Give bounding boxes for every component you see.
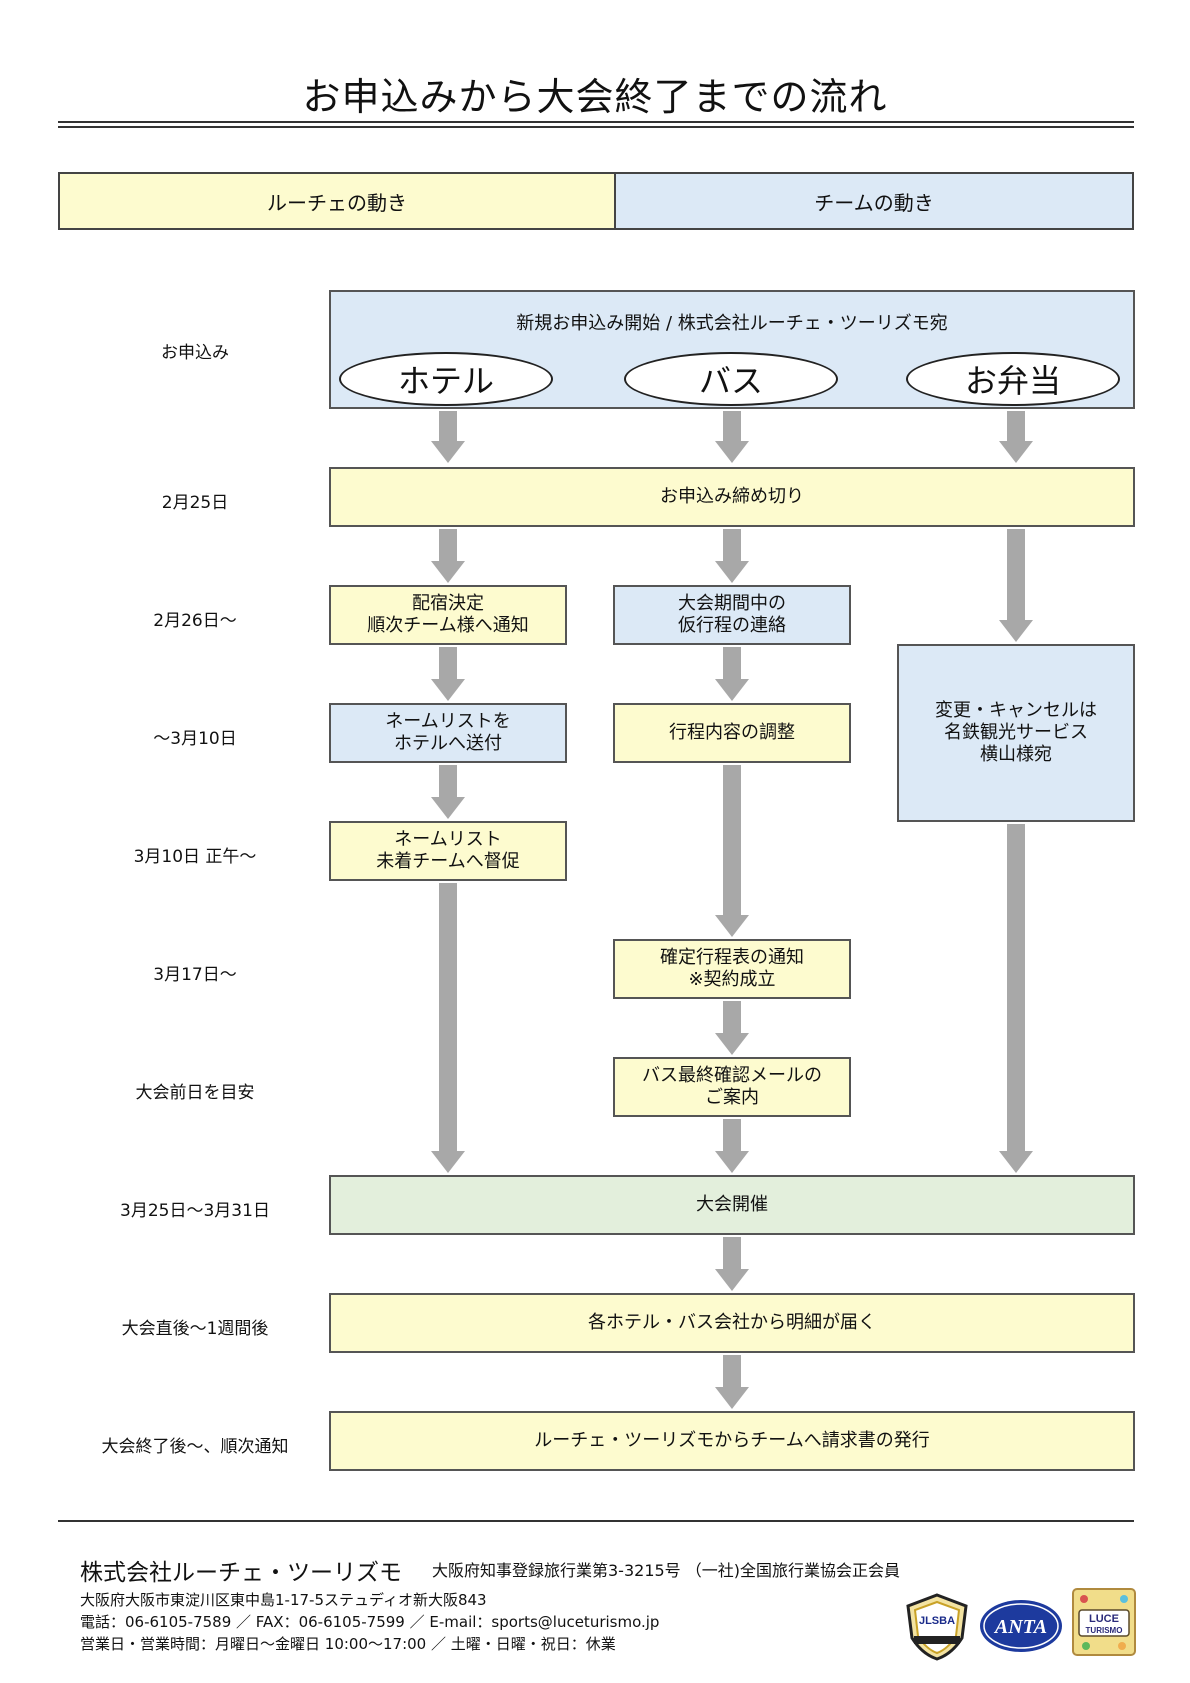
details-text: 各ホテル・バス会社から明細が届く [588,1312,876,1333]
application-start-text: 新規お申込み開始 / 株式会社ルーチェ・ツーリズモ宛 [516,313,948,334]
deadline-box: お申込み締め切り [329,467,1135,527]
hotel-reminder-line1: ネームリスト [394,829,502,850]
bus-confirmed-line2: ※契約成立 [688,969,776,990]
bento-change-line3: 横山様宛 [980,744,1052,765]
oval-hotel: ホテル [339,352,553,406]
application-start-box: 新規お申込み開始 / 株式会社ルーチェ・ツーリズモ宛 ホテル バス お弁当 [329,290,1135,409]
anta-logo-text: ANTA [993,1616,1047,1638]
footer-company: 株式会社ルーチェ・ツーリズモ [80,1560,402,1586]
hotel-allocation-box: 配宿決定 順次チーム様へ通知 [329,585,567,645]
anta-logo: ANTA [980,1600,1062,1652]
jlsba-logo: JLSBA [906,1593,968,1661]
title-rule-top [58,121,1134,123]
bus-tentative-line2: 仮行程の連絡 [678,615,786,636]
bus-final-mail-line2: ご案内 [705,1087,759,1108]
row-label-invoice: 大会終了後～、順次通知 [101,1437,289,1457]
bus-tentative-line1: 大会期間中の [678,593,786,614]
hotel-namelist-line2: ホテルへ送付 [394,733,502,754]
luce-logo: LUCE TURISMO [1072,1588,1136,1656]
footer-contact: 電話：06-6105-7589 ／ FAX：06-6105-7599 ／ E-m… [80,1613,660,1631]
hotel-allocation-line1: 配宿決定 [412,593,484,614]
row-label-apply: お申込み [161,343,229,363]
hotel-namelist-line1: ネームリストを [385,711,511,732]
row-label-mar10: ～3月10日 [153,729,237,749]
header-team: チームの動き [614,172,1134,230]
footer-hours: 営業日・営業時間：月曜日～金曜日 10:00～17:00 ／ 土曜・日曜・祝日：… [80,1635,616,1653]
bus-final-mail-box: バス最終確認メールの ご案内 [613,1057,851,1117]
event-text: 大会開催 [696,1194,768,1215]
bus-confirmed-box: 確定行程表の通知 ※契約成立 [613,939,851,999]
footer-rule [58,1520,1134,1522]
row-label-eve: 大会前日を目安 [135,1083,255,1103]
bus-tentative-box: 大会期間中の 仮行程の連絡 [613,585,851,645]
bento-change-line2: 名鉄観光サービス [944,722,1088,743]
bus-final-mail-line1: バス最終確認メールの [642,1065,822,1086]
row-label-deadline: 2月25日 [161,493,229,513]
jlsba-logo-text: JLSBA [919,1615,955,1627]
luce-logo-text-1: LUCE [1089,1613,1119,1625]
oval-bento: お弁当 [906,352,1120,406]
hotel-namelist-box: ネームリストを ホテルへ送付 [329,703,567,763]
row-label-mar10-noon: 3月10日 正午～ [133,847,257,867]
page-title: お申込みから大会終了までの流れ [302,75,888,119]
row-label-mar17: 3月17日～ [153,965,237,985]
deadline-text: お申込み締め切り [660,486,804,507]
hotel-reminder-box: ネームリスト 未着チームへ督促 [329,821,567,881]
footer-address: 大阪府大阪市東淀川区東中島1-17-5ステュディオ新大阪843 [80,1591,487,1609]
invoice-text: ルーチェ・ツーリズモからチームへ請求書の発行 [534,1430,930,1451]
bento-change-box: 変更・キャンセルは 名鉄観光サービス 横山様宛 [897,644,1135,822]
row-label-after: 大会直後～1週間後 [121,1319,269,1339]
bento-change-line1: 変更・キャンセルは [935,700,1097,721]
row-label-event: 3月25日～3月31日 [120,1201,270,1221]
title-rule-bottom [58,126,1134,128]
oval-bus: バス [624,352,838,406]
row-label-feb26: 2月26日～ [153,611,237,631]
bus-adjust-box: 行程内容の調整 [613,703,851,763]
bus-adjust-line1: 行程内容の調整 [669,722,795,743]
details-box: 各ホテル・バス会社から明細が届く [329,1293,1135,1353]
footer-registration: 大阪府知事登録旅行業第3-3215号 （一社)全国旅行業協会正会員 [432,1561,901,1580]
bus-confirmed-line1: 確定行程表の通知 [660,947,804,968]
event-box: 大会開催 [329,1175,1135,1235]
invoice-box: ルーチェ・ツーリズモからチームへ請求書の発行 [329,1411,1135,1471]
luce-logo-text-2: TURISMO [1086,1626,1123,1635]
hotel-allocation-line2: 順次チーム様へ通知 [367,615,529,636]
hotel-reminder-line2: 未着チームへ督促 [376,851,520,872]
header-luce: ルーチェの動き [58,172,616,230]
